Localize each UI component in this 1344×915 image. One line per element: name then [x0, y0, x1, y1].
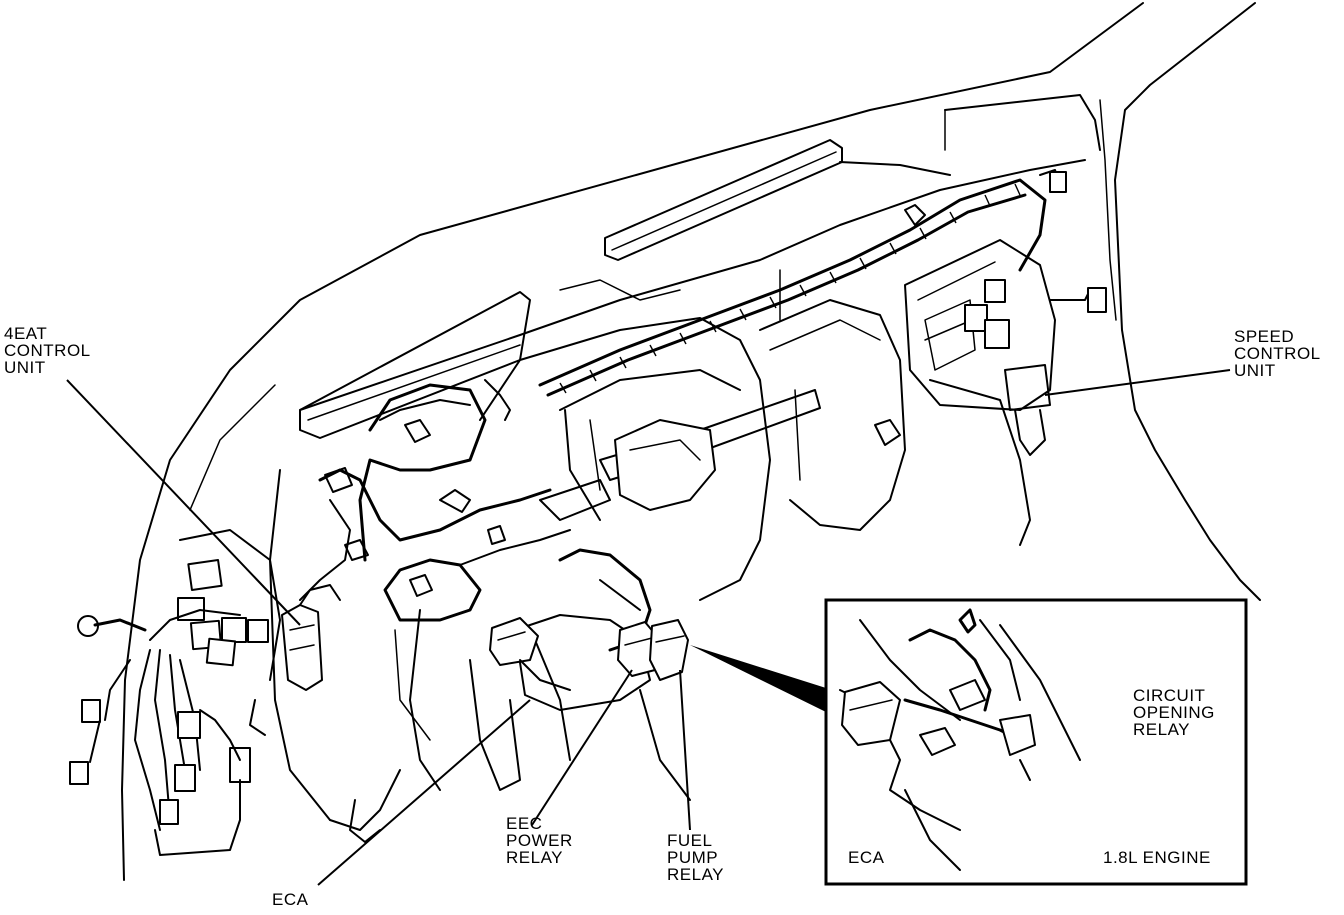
steering-column [539, 389, 821, 521]
eca-label: ECA [272, 890, 309, 909]
eca-leader-line [317, 699, 531, 886]
main-harness [538, 178, 1047, 397]
speed-control-leader-line [1044, 369, 1231, 396]
lower-dash-panels [269, 469, 691, 843]
eat-control-unit-component [281, 584, 341, 691]
inset-eca-label: ECA [848, 848, 885, 867]
eec-relay-leader-line [531, 669, 633, 826]
windshield-frame [121, 2, 1261, 881]
left-harness [299, 379, 652, 652]
eec-power-relay-label: EEC POWER RELAY [506, 814, 573, 867]
inset-pointer-wedge [690, 645, 826, 712]
left-relay-cluster [69, 529, 281, 856]
eat-control-unit-label: 4EAT CONTROL UNIT [4, 324, 91, 377]
inset-caption: 1.8L ENGINE [1103, 848, 1211, 867]
fuel-pump-relay-label: FUEL PUMP RELAY [667, 831, 724, 884]
inset-panel [824, 598, 1248, 886]
fuel-pump-leader-line [679, 669, 691, 831]
speed-control-unit-label: SPEED CONTROL UNIT [1234, 327, 1321, 380]
eat-leader-line [66, 379, 301, 626]
circuit-opening-relay-label: CIRCUIT OPENING RELAY [1133, 686, 1215, 739]
dashboard-top [299, 94, 1101, 439]
eca-component [489, 614, 651, 711]
fuel-pump-relay-component [599, 579, 689, 681]
speed-control-area [904, 169, 1107, 456]
heater-housing [479, 269, 1031, 601]
